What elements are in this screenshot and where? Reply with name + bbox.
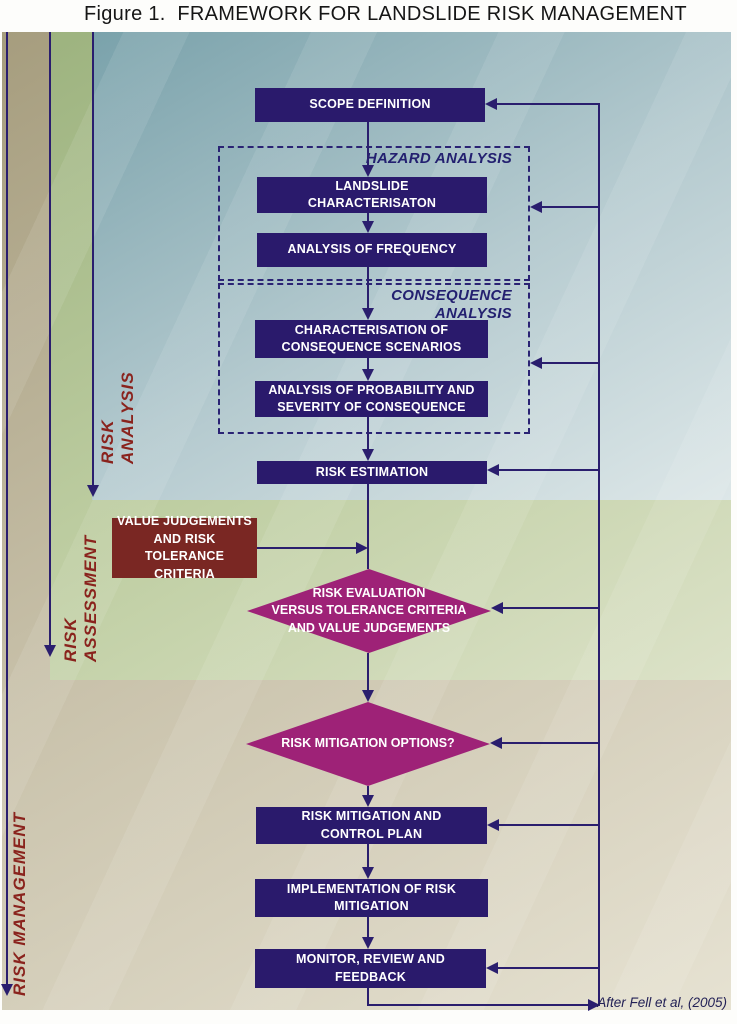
page-title: Figure 1. FRAMEWORK FOR LANDSLIDE RISK M… (84, 3, 687, 25)
group-consequence-analysis (218, 283, 530, 434)
arrowhead (356, 542, 368, 554)
connector-value-judgements (257, 547, 356, 549)
branch-to-plan (499, 824, 600, 826)
arrowhead (491, 602, 503, 614)
group-label-hazard-analysis: HAZARD ANALYSIS (365, 150, 512, 167)
connector-landslide-to-frequency (367, 213, 369, 221)
arrowhead (362, 369, 374, 381)
connector-probability-to-estimation (367, 417, 369, 449)
node-risk-estimation: RISK ESTIMATION (257, 461, 487, 484)
connector-estimation-to-evaluation (367, 484, 369, 569)
branch-to-scope (497, 103, 600, 105)
arrowhead (530, 201, 542, 213)
branch-to-evaluation (503, 607, 600, 609)
node-characterisation-of-consequence-scenarios: CHARACTERISATION OF CONSEQUENCE SCENARIO… (255, 320, 488, 358)
node-implementation-of-risk-mitigation: IMPLEMENTATION OF RISK MITIGATION (255, 879, 488, 917)
arrowhead (362, 795, 374, 807)
connector-options-to-plan (367, 786, 369, 795)
connector-evaluation-to-options (367, 653, 369, 690)
arrowhead (362, 221, 374, 233)
arrowhead (486, 962, 498, 974)
arrowhead (487, 819, 499, 831)
bracket-line-risk-management (6, 32, 8, 984)
node-monitor-review-feedback: MONITOR, REVIEW AND FEEDBACK (255, 949, 486, 988)
node-analysis-of-frequency: ANALYSIS OF FREQUENCY (257, 233, 487, 267)
node-analysis-of-probability-and-severity: ANALYSIS OF PROBABILITY AND SEVERITY OF … (255, 381, 488, 417)
arrowhead (490, 737, 502, 749)
arrowhead-risk-management (1, 984, 13, 996)
arrowhead (362, 937, 374, 949)
decision-risk-evaluation: RISK EVALUATION VERSUS TOLERANCE CRITERI… (247, 569, 491, 653)
branch-to-estimation (499, 469, 600, 471)
node-scope-definition: SCOPE DEFINITION (255, 88, 485, 122)
connector-frequency-to-scenarios (367, 267, 369, 308)
connector-scenarios-to-probability (367, 358, 369, 369)
group-label-consequence-analysis: CONSEQUENCE ANALYSIS (391, 287, 512, 322)
node-landslide-characterisation: LANDSLIDE CHARACTERISATON (257, 177, 487, 213)
group-hazard-analysis (218, 146, 530, 281)
arrowhead (362, 867, 374, 879)
arrowhead (530, 357, 542, 369)
branch-to-options (502, 742, 600, 744)
connector-implementation-to-monitor (367, 917, 369, 937)
branch-to-monitor (498, 967, 600, 969)
connector-monitor-feedback (367, 1004, 588, 1006)
connector-scope-to-landslide (367, 122, 369, 165)
arrowhead (362, 308, 374, 320)
connector-feedback-trunk (598, 103, 600, 1006)
branch-to-consequence (542, 362, 600, 364)
arrowhead-risk-assessment (44, 645, 56, 657)
node-value-judgements: VALUE JUDGEMENTS AND RISK TOLERANCE CRIT… (112, 514, 257, 581)
arrowhead (487, 464, 499, 476)
side-label-risk-analysis: RISK ANALYSIS (98, 371, 137, 464)
arrowhead-risk-analysis (87, 485, 99, 497)
connector-plan-to-implementation (367, 844, 369, 867)
side-label-risk-assessment: RISK ASSESSMENT (61, 534, 100, 662)
branch-to-landslide (542, 206, 600, 208)
decision-risk-evaluation-label: RISK EVALUATION VERSUS TOLERANCE CRITERI… (271, 585, 467, 635)
side-label-risk-management: RISK MANAGEMENT (10, 811, 29, 997)
arrowhead (362, 165, 374, 177)
attribution-text: After Fell et al, (2005) (597, 995, 727, 1010)
connector-monitor-down (367, 988, 369, 1006)
decision-risk-mitigation-options-label: RISK MITIGATION OPTIONS? (281, 736, 455, 751)
arrowhead (485, 98, 497, 110)
arrowhead (588, 999, 600, 1011)
arrowhead (362, 449, 374, 461)
flowchart-canvas: RISK ANALYSIS RISK ASSESSMENT RISK MANAG… (1, 32, 731, 1011)
node-risk-mitigation-control-plan: RISK MITIGATION AND CONTROL PLAN (256, 807, 487, 844)
arrowhead (362, 690, 374, 702)
decision-risk-mitigation-options: RISK MITIGATION OPTIONS? (246, 702, 490, 786)
bracket-line-risk-assessment (49, 32, 51, 645)
bracket-line-risk-analysis (92, 32, 94, 485)
